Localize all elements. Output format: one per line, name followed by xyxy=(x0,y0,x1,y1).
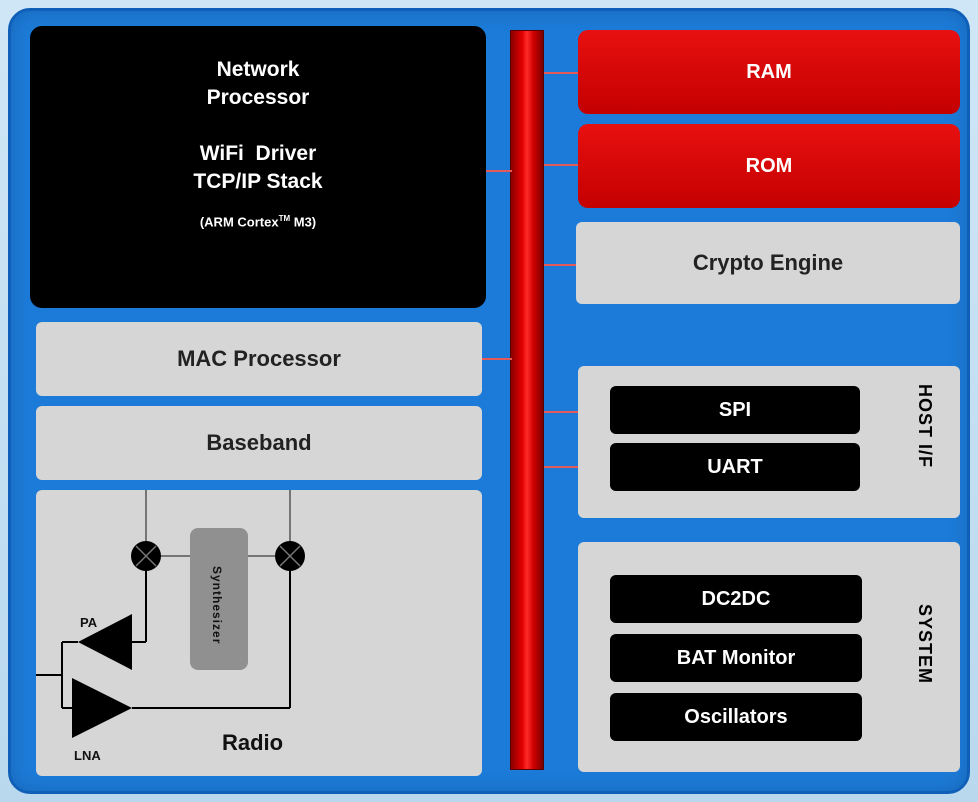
network-processor-title-1: Network xyxy=(216,58,300,81)
radio-label: Radio xyxy=(222,730,284,755)
bus-connector-mac-processor xyxy=(482,358,512,360)
host-interface-label: HOST I/F xyxy=(915,384,935,468)
bus-connector-network-processor xyxy=(486,170,512,172)
rom-block: ROM xyxy=(578,124,960,208)
mac-processor-block: MAC Processor xyxy=(36,322,482,396)
lna-amplifier-icon xyxy=(72,678,132,738)
bat-monitor-block: BAT Monitor xyxy=(610,634,862,682)
tcpip-stack-label: TCP/IP Stack xyxy=(193,170,323,193)
bus-connector-spi xyxy=(544,411,610,413)
bus-connector-ram xyxy=(544,72,578,74)
bus-connector-uart xyxy=(544,466,610,468)
system-label: SYSTEM xyxy=(915,604,935,685)
spi-block: SPI xyxy=(610,386,860,434)
arm-cortex-label: (ARM CortexTM M3) xyxy=(199,214,317,230)
dc2dc-block: DC2DC xyxy=(610,575,862,623)
network-processor-title-2: Processor xyxy=(206,86,310,109)
bus-connector-rom xyxy=(544,164,578,166)
synthesizer-block xyxy=(190,528,248,670)
baseband-block: Baseband xyxy=(36,406,482,480)
ram-block: RAM xyxy=(578,30,960,114)
synthesizer-label: Synthesizer xyxy=(210,566,224,645)
lna-label: LNA xyxy=(74,748,101,763)
pa-label: PA xyxy=(80,615,98,630)
crypto-engine-block: Crypto Engine xyxy=(576,222,960,304)
mixer-left-icon xyxy=(131,541,161,571)
bus-connector-crypto xyxy=(544,264,576,266)
uart-block: UART xyxy=(610,443,860,491)
wifi-driver-label: WiFi Driver xyxy=(199,142,317,165)
system-bus xyxy=(510,30,544,770)
oscillators-block: Oscillators xyxy=(610,693,862,741)
network-processor-block: Network Processor WiFi Driver TCP/IP Sta… xyxy=(30,26,486,308)
pa-amplifier-icon xyxy=(78,614,132,670)
mixer-right-icon xyxy=(275,541,305,571)
